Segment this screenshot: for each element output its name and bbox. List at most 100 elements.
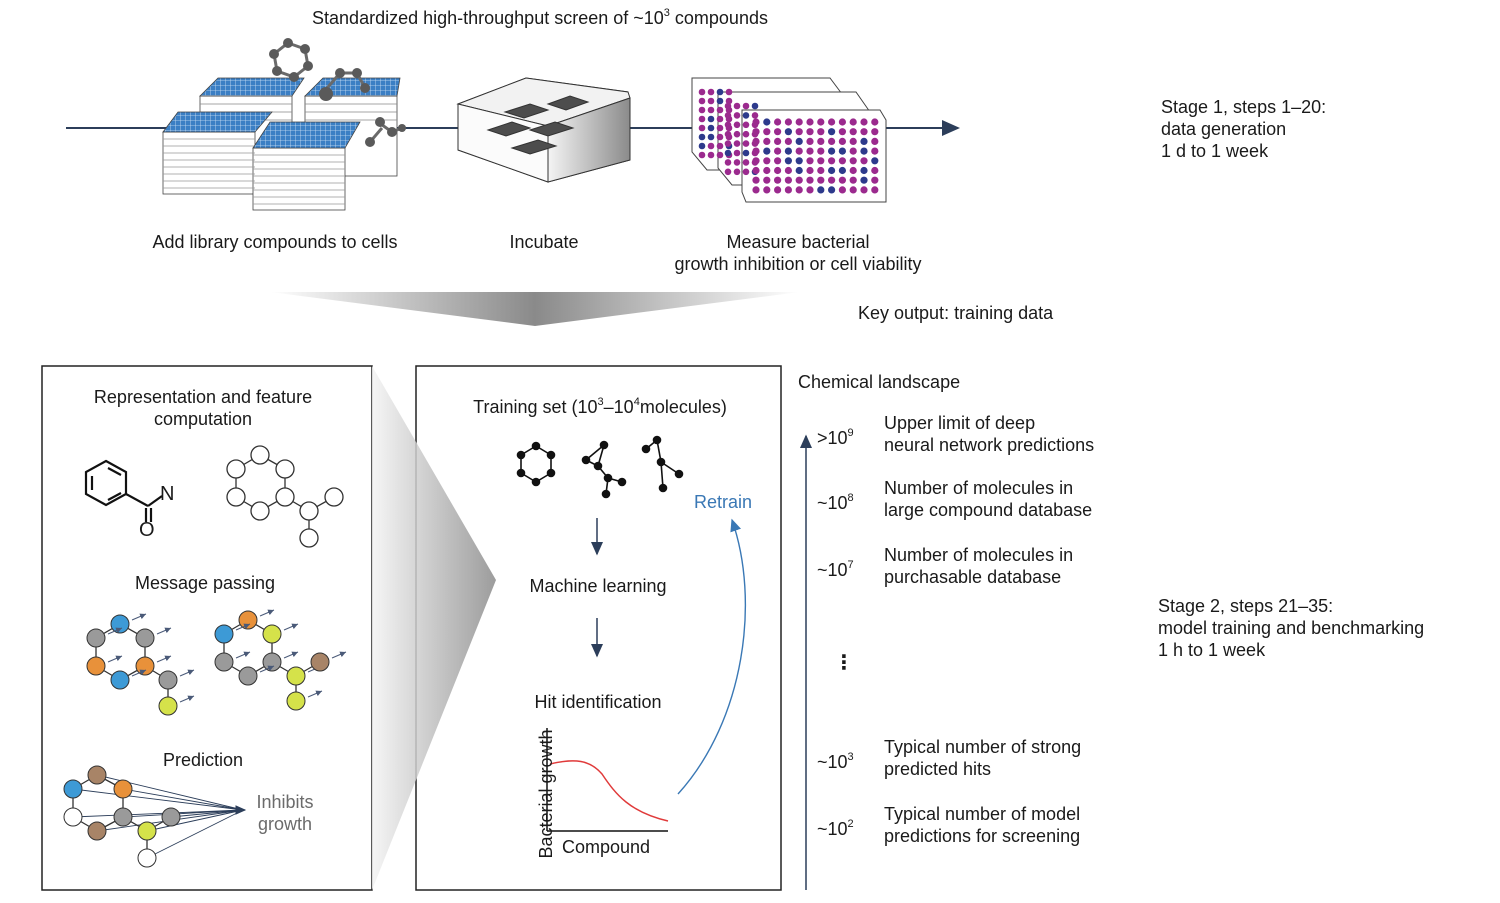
message-arrow: [307, 690, 323, 698]
well: [828, 157, 836, 165]
landscape-description: Number of molecules in large compound da…: [884, 478, 1093, 520]
well: [838, 147, 847, 155]
well: [724, 130, 732, 138]
well: [806, 176, 814, 184]
landscape-description: Upper limit of deep neural network predi…: [884, 413, 1095, 455]
well: [784, 147, 793, 155]
well: [707, 115, 715, 123]
graph-node: [238, 610, 258, 630]
landscape-magnitude: ~108: [817, 492, 854, 514]
well: [817, 186, 825, 194]
graph-node: [110, 670, 130, 690]
graph-node: [310, 652, 330, 672]
well: [774, 137, 782, 145]
well: [698, 97, 706, 105]
well: [817, 176, 825, 184]
well: [860, 186, 868, 194]
well: [716, 115, 724, 123]
well: [752, 128, 760, 136]
well: [817, 128, 825, 136]
well: [774, 147, 782, 155]
well: [849, 176, 857, 184]
landscape-magnitude: ~102: [817, 818, 854, 840]
landscape-title: Chemical landscape: [798, 372, 961, 392]
funnel-shape: [270, 292, 800, 326]
well: [817, 118, 825, 126]
well: [871, 147, 879, 155]
well: [774, 118, 782, 126]
graph-node: [86, 656, 106, 676]
well: [817, 137, 825, 145]
well: [707, 133, 715, 141]
well: [838, 118, 847, 126]
well: [838, 166, 847, 175]
well: [784, 166, 793, 175]
stage2-label: Stage 2, steps 21–35: model training and…: [1158, 596, 1425, 660]
atom: [516, 450, 526, 460]
well: [871, 137, 879, 145]
well: [763, 137, 771, 145]
atom: [516, 468, 526, 478]
bond: [660, 461, 664, 489]
well: [795, 186, 803, 194]
well: [806, 186, 814, 194]
graph-node: [158, 670, 178, 690]
well: [724, 159, 732, 166]
message-arrow: [259, 665, 275, 673]
well: [871, 128, 879, 136]
well: [752, 137, 760, 145]
prediction-ray: [146, 809, 244, 832]
well: [806, 137, 814, 145]
well: [795, 118, 803, 126]
atom: [658, 483, 668, 493]
well: [763, 186, 771, 194]
well: [716, 133, 724, 141]
well: [742, 130, 750, 138]
well: [733, 121, 741, 129]
graph-node: [262, 652, 282, 672]
well: [716, 88, 724, 96]
well: [716, 142, 724, 150]
well: [752, 176, 760, 184]
well: [724, 102, 732, 110]
graph-node: [110, 614, 130, 634]
well: [724, 112, 732, 119]
well: [838, 128, 847, 136]
message-arrow: [107, 655, 123, 663]
message-arrow: [259, 609, 275, 617]
well: [871, 176, 879, 184]
stage1-title: Standardized high-throughput screen of ~…: [312, 7, 768, 29]
atom: [531, 441, 541, 451]
graph-node: [238, 666, 258, 686]
well: [806, 147, 814, 155]
well: [725, 97, 733, 105]
well: [716, 97, 724, 105]
prediction-ray: [146, 809, 244, 859]
well: [733, 102, 741, 110]
well: [784, 137, 793, 145]
well: [849, 137, 857, 145]
well: [849, 147, 857, 155]
graph-node: [135, 656, 155, 676]
well: [716, 151, 724, 159]
well: [795, 166, 803, 175]
well: [763, 157, 771, 165]
well: [784, 176, 793, 184]
graph-node: [86, 628, 106, 648]
well: [742, 102, 750, 110]
well: [838, 186, 847, 194]
plate-stack-front: [162, 111, 361, 211]
well: [724, 168, 732, 176]
well: [871, 118, 879, 126]
well: [795, 147, 803, 155]
prediction-ray: [72, 809, 244, 818]
landscape-magnitude: ~107: [817, 559, 854, 581]
atom: [546, 450, 556, 460]
well: [806, 118, 814, 126]
message-arrow: [179, 695, 195, 703]
landscape-ellipsis: ⋮: [834, 652, 854, 674]
prediction-ray: [72, 788, 244, 811]
atom: [599, 440, 609, 450]
prediction-graph: [63, 765, 247, 868]
well: [817, 147, 825, 155]
